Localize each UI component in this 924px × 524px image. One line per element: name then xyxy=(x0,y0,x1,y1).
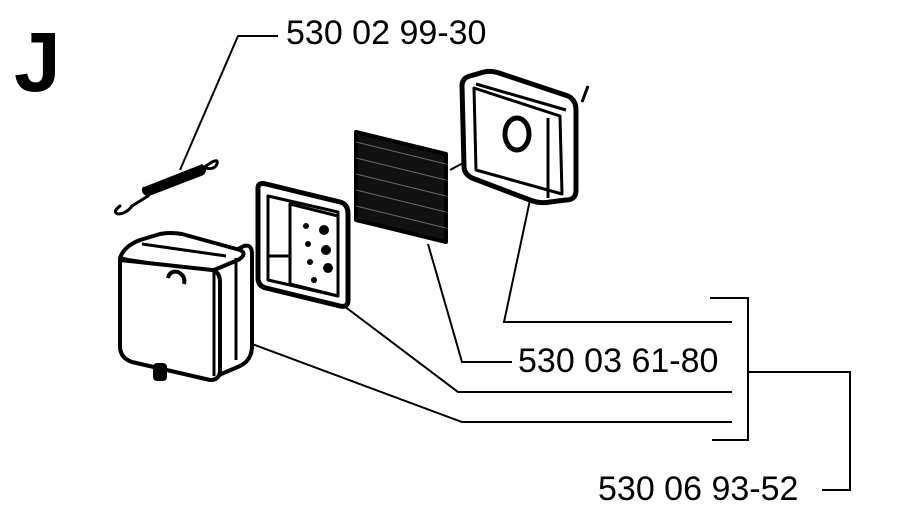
part-number-filter-mesh: 530 03 61-80 xyxy=(518,342,719,380)
filter-mesh xyxy=(354,130,448,244)
spring-part xyxy=(113,159,219,216)
leader-lines xyxy=(179,35,732,423)
filter-cover xyxy=(459,68,590,206)
filter-housing xyxy=(118,231,254,382)
perforated-frame xyxy=(255,181,351,309)
part-number-filter-kit: 530 06 93-52 xyxy=(598,470,799,508)
kit-bracket xyxy=(710,297,851,491)
part-number-spring: 530 02 99-30 xyxy=(286,14,487,52)
section-letter: J xyxy=(14,15,61,109)
